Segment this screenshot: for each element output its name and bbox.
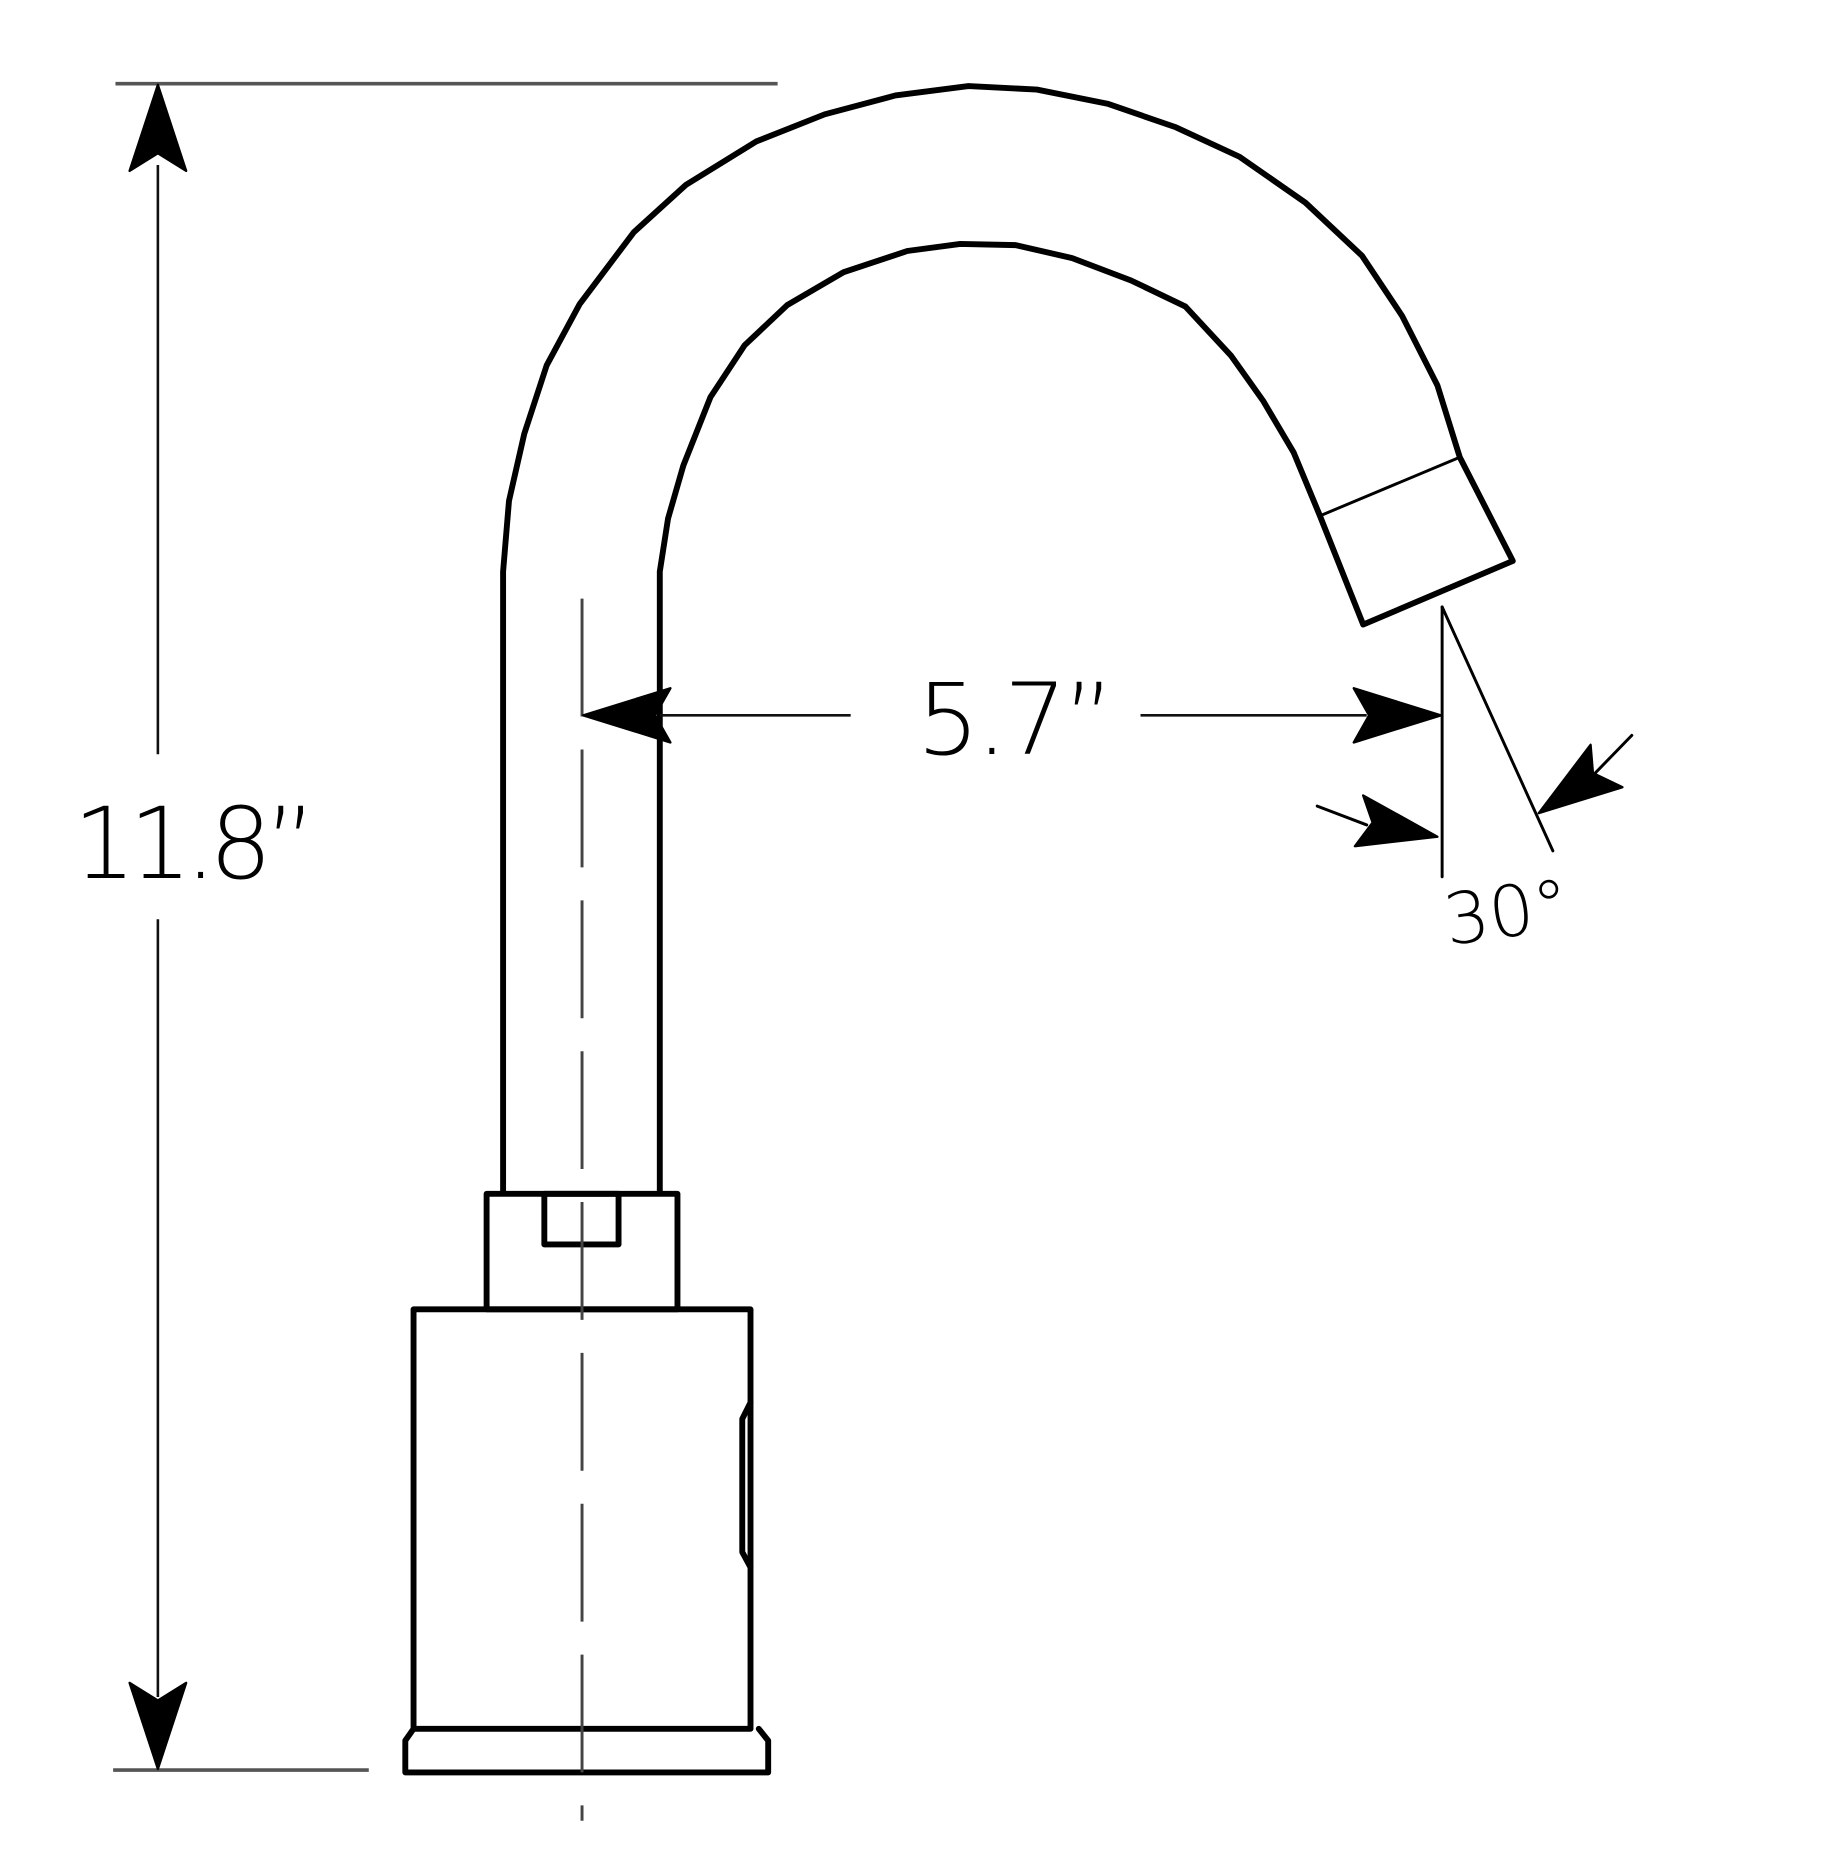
arrow-right-icon	[1352, 687, 1443, 744]
angle-label: 30°	[1439, 862, 1575, 962]
angle-arrow-right-icon	[1537, 743, 1624, 815]
arrow-down-icon	[128, 1681, 188, 1771]
angle-dimension: 30°	[1315, 605, 1634, 962]
reach-dimension: 5.7”	[582, 663, 1443, 778]
base-flange	[402, 1725, 772, 1776]
sensor-window	[739, 1399, 754, 1571]
height-label: 11.8”	[73, 787, 309, 902]
angle-arrow-left-icon	[1353, 794, 1439, 848]
spout-outer-edge	[500, 83, 1516, 1196]
faucet	[402, 83, 1516, 1821]
angle-leader-left	[1315, 804, 1369, 827]
arrow-up-icon	[128, 83, 188, 173]
angle-leader-right	[1589, 733, 1634, 780]
reach-label: 5.7”	[917, 663, 1112, 778]
height-dimension: 11.8”	[73, 81, 778, 1772]
angle-spray-line	[1440, 605, 1555, 853]
arrow-left-icon	[582, 687, 672, 744]
nozzle-divider	[1320, 455, 1462, 517]
